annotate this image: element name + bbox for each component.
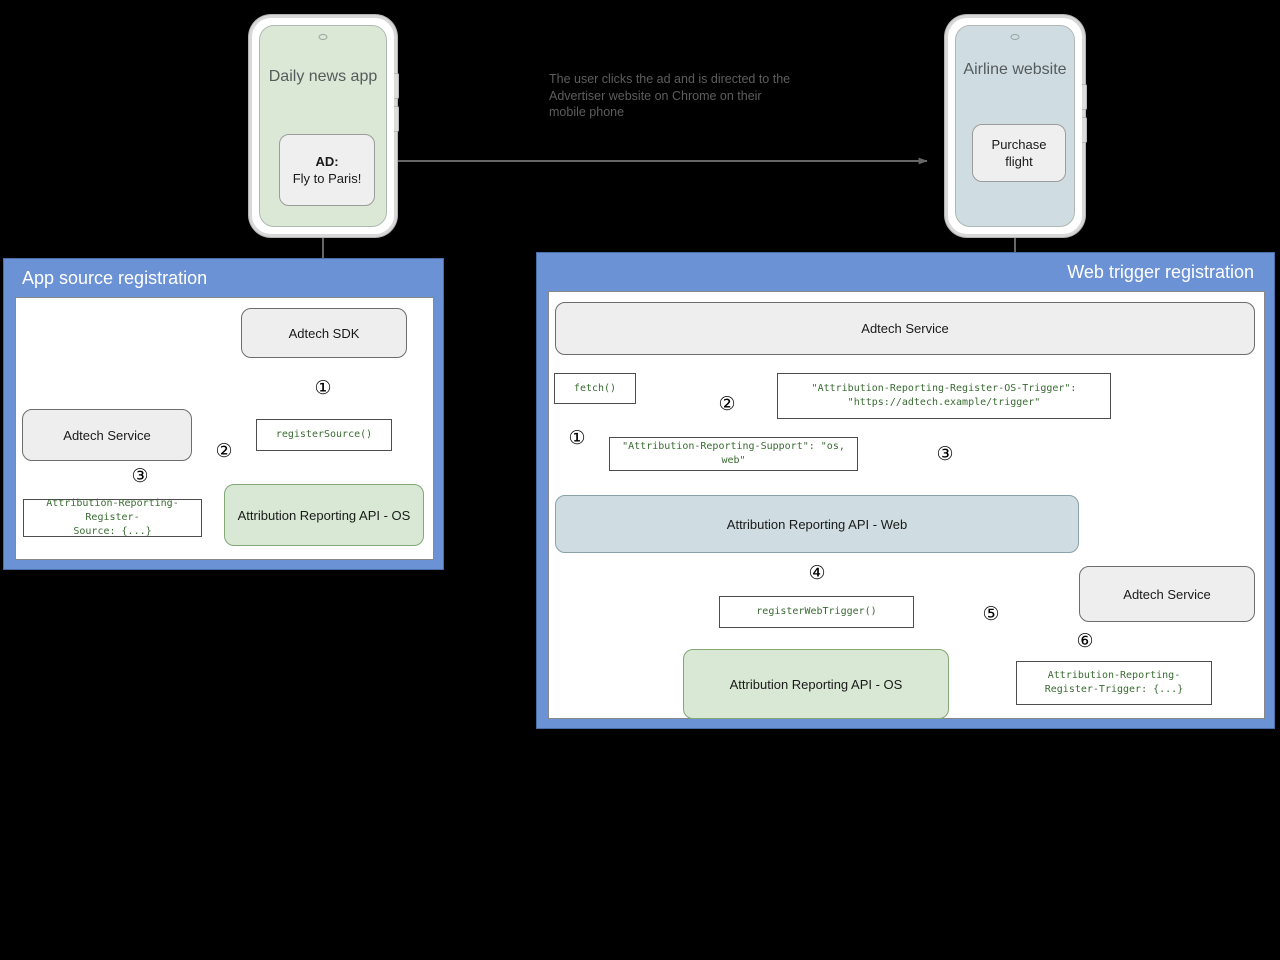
camera-icon bbox=[318, 34, 328, 40]
step-badge-3-left: ③ bbox=[131, 464, 149, 487]
phone-airline-website: Airline website Purchase flight bbox=[945, 15, 1087, 237]
phone-side-button-volume-right bbox=[1082, 84, 1087, 110]
node-ar-api-os-left-label: Attribution Reporting API - OS bbox=[237, 507, 411, 523]
step-badge-1-right: ① bbox=[568, 426, 586, 449]
phone-side-button-power-right bbox=[1082, 117, 1087, 143]
phone-screen-right: Airline website Purchase flight bbox=[955, 25, 1075, 227]
code-fetch-text: fetch() bbox=[573, 382, 617, 394]
node-adtech-sdk[interactable]: Adtech SDK bbox=[241, 308, 407, 358]
panel-title-app-source-registration: App source registration bbox=[22, 268, 208, 288]
step-badge-2-left: ② bbox=[215, 439, 233, 462]
node-ar-api-os-right-label: Attribution Reporting API - OS bbox=[729, 676, 903, 692]
node-adtech-service-top-right[interactable]: Adtech Service bbox=[555, 302, 1255, 355]
code-register-os-trigger-header-text: "Attribution-Reporting-Register-OS-Trigg… bbox=[811, 383, 1077, 408]
code-fetch: fetch() bbox=[554, 373, 636, 404]
node-adtech-service-top-right-label: Adtech Service bbox=[861, 321, 949, 336]
ad-card-label: AD: bbox=[315, 154, 339, 169]
code-register-source-header-text: Attribution-Reporting-Register- Source: … bbox=[46, 498, 179, 537]
code-support-header-text: "Attribution-Reporting-Support": "os, we… bbox=[622, 441, 845, 466]
node-adtech-sdk-label: Adtech SDK bbox=[288, 325, 360, 341]
ad-card-text: Fly to Paris! bbox=[292, 171, 362, 186]
step-badge-5-right: ⑤ bbox=[982, 602, 1000, 625]
code-register-web-trigger-text: registerWebTrigger() bbox=[756, 606, 877, 617]
node-adtech-service-bottom-right-label: Adtech Service bbox=[1123, 586, 1211, 602]
code-register-trigger-header-text: Attribution-Reporting- Register-Trigger:… bbox=[1044, 670, 1184, 695]
node-adtech-service-bottom-right[interactable]: Adtech Service bbox=[1079, 566, 1255, 622]
code-register-web-trigger: registerWebTrigger() bbox=[719, 596, 914, 628]
step-badge-3-right: ③ bbox=[936, 442, 954, 465]
node-ar-api-os-left[interactable]: Attribution Reporting API - OS bbox=[224, 484, 424, 546]
phone-screen-left: Daily news app AD: Fly to Paris! bbox=[259, 25, 387, 227]
phone-left-title: Daily news app bbox=[268, 68, 378, 85]
step-badge-6-right: ⑥ bbox=[1076, 629, 1094, 652]
node-adtech-service-left[interactable]: Adtech Service bbox=[22, 409, 192, 461]
code-register-source-text: registerSource() bbox=[275, 429, 373, 440]
step-badge-2-right: ② bbox=[718, 392, 736, 415]
code-support-header: "Attribution-Reporting-Support": "os, we… bbox=[609, 437, 858, 471]
camera-icon-right bbox=[1010, 34, 1020, 40]
node-ar-api-web[interactable]: Attribution Reporting API - Web bbox=[555, 495, 1079, 553]
code-register-source-header: Attribution-Reporting-Register- Source: … bbox=[23, 498, 202, 537]
panel-title-web-trigger-registration: Web trigger registration bbox=[1067, 262, 1254, 282]
code-register-os-trigger-header: "Attribution-Reporting-Register-OS-Trigg… bbox=[777, 373, 1111, 419]
purchase-flight-button[interactable]: Purchase flight bbox=[972, 124, 1066, 182]
node-ar-api-web-label: Attribution Reporting API - Web bbox=[726, 516, 908, 532]
phone-right-title: Airline website bbox=[963, 61, 1067, 78]
code-register-trigger-header: Attribution-Reporting- Register-Trigger:… bbox=[1016, 661, 1212, 705]
code-register-source: registerSource() bbox=[256, 419, 392, 451]
purchase-flight-label-1: Purchase bbox=[991, 137, 1047, 152]
purchase-flight-label-2: flight bbox=[1005, 154, 1033, 169]
node-ar-api-os-right[interactable]: Attribution Reporting API - OS bbox=[683, 649, 949, 719]
ad-card[interactable]: AD: Fly to Paris! bbox=[279, 134, 375, 206]
phone-side-button-power bbox=[394, 106, 399, 132]
node-adtech-service-left-label: Adtech Service bbox=[63, 427, 151, 443]
step-badge-4-right: ④ bbox=[808, 561, 826, 584]
step-badge-1-left: ① bbox=[314, 376, 332, 399]
phone-daily-news-app: Daily news app AD: Fly to Paris! bbox=[249, 15, 399, 237]
flow-annotation: The user clicks the ad and is directed t… bbox=[549, 72, 791, 119]
phone-side-button-volume bbox=[394, 73, 399, 99]
